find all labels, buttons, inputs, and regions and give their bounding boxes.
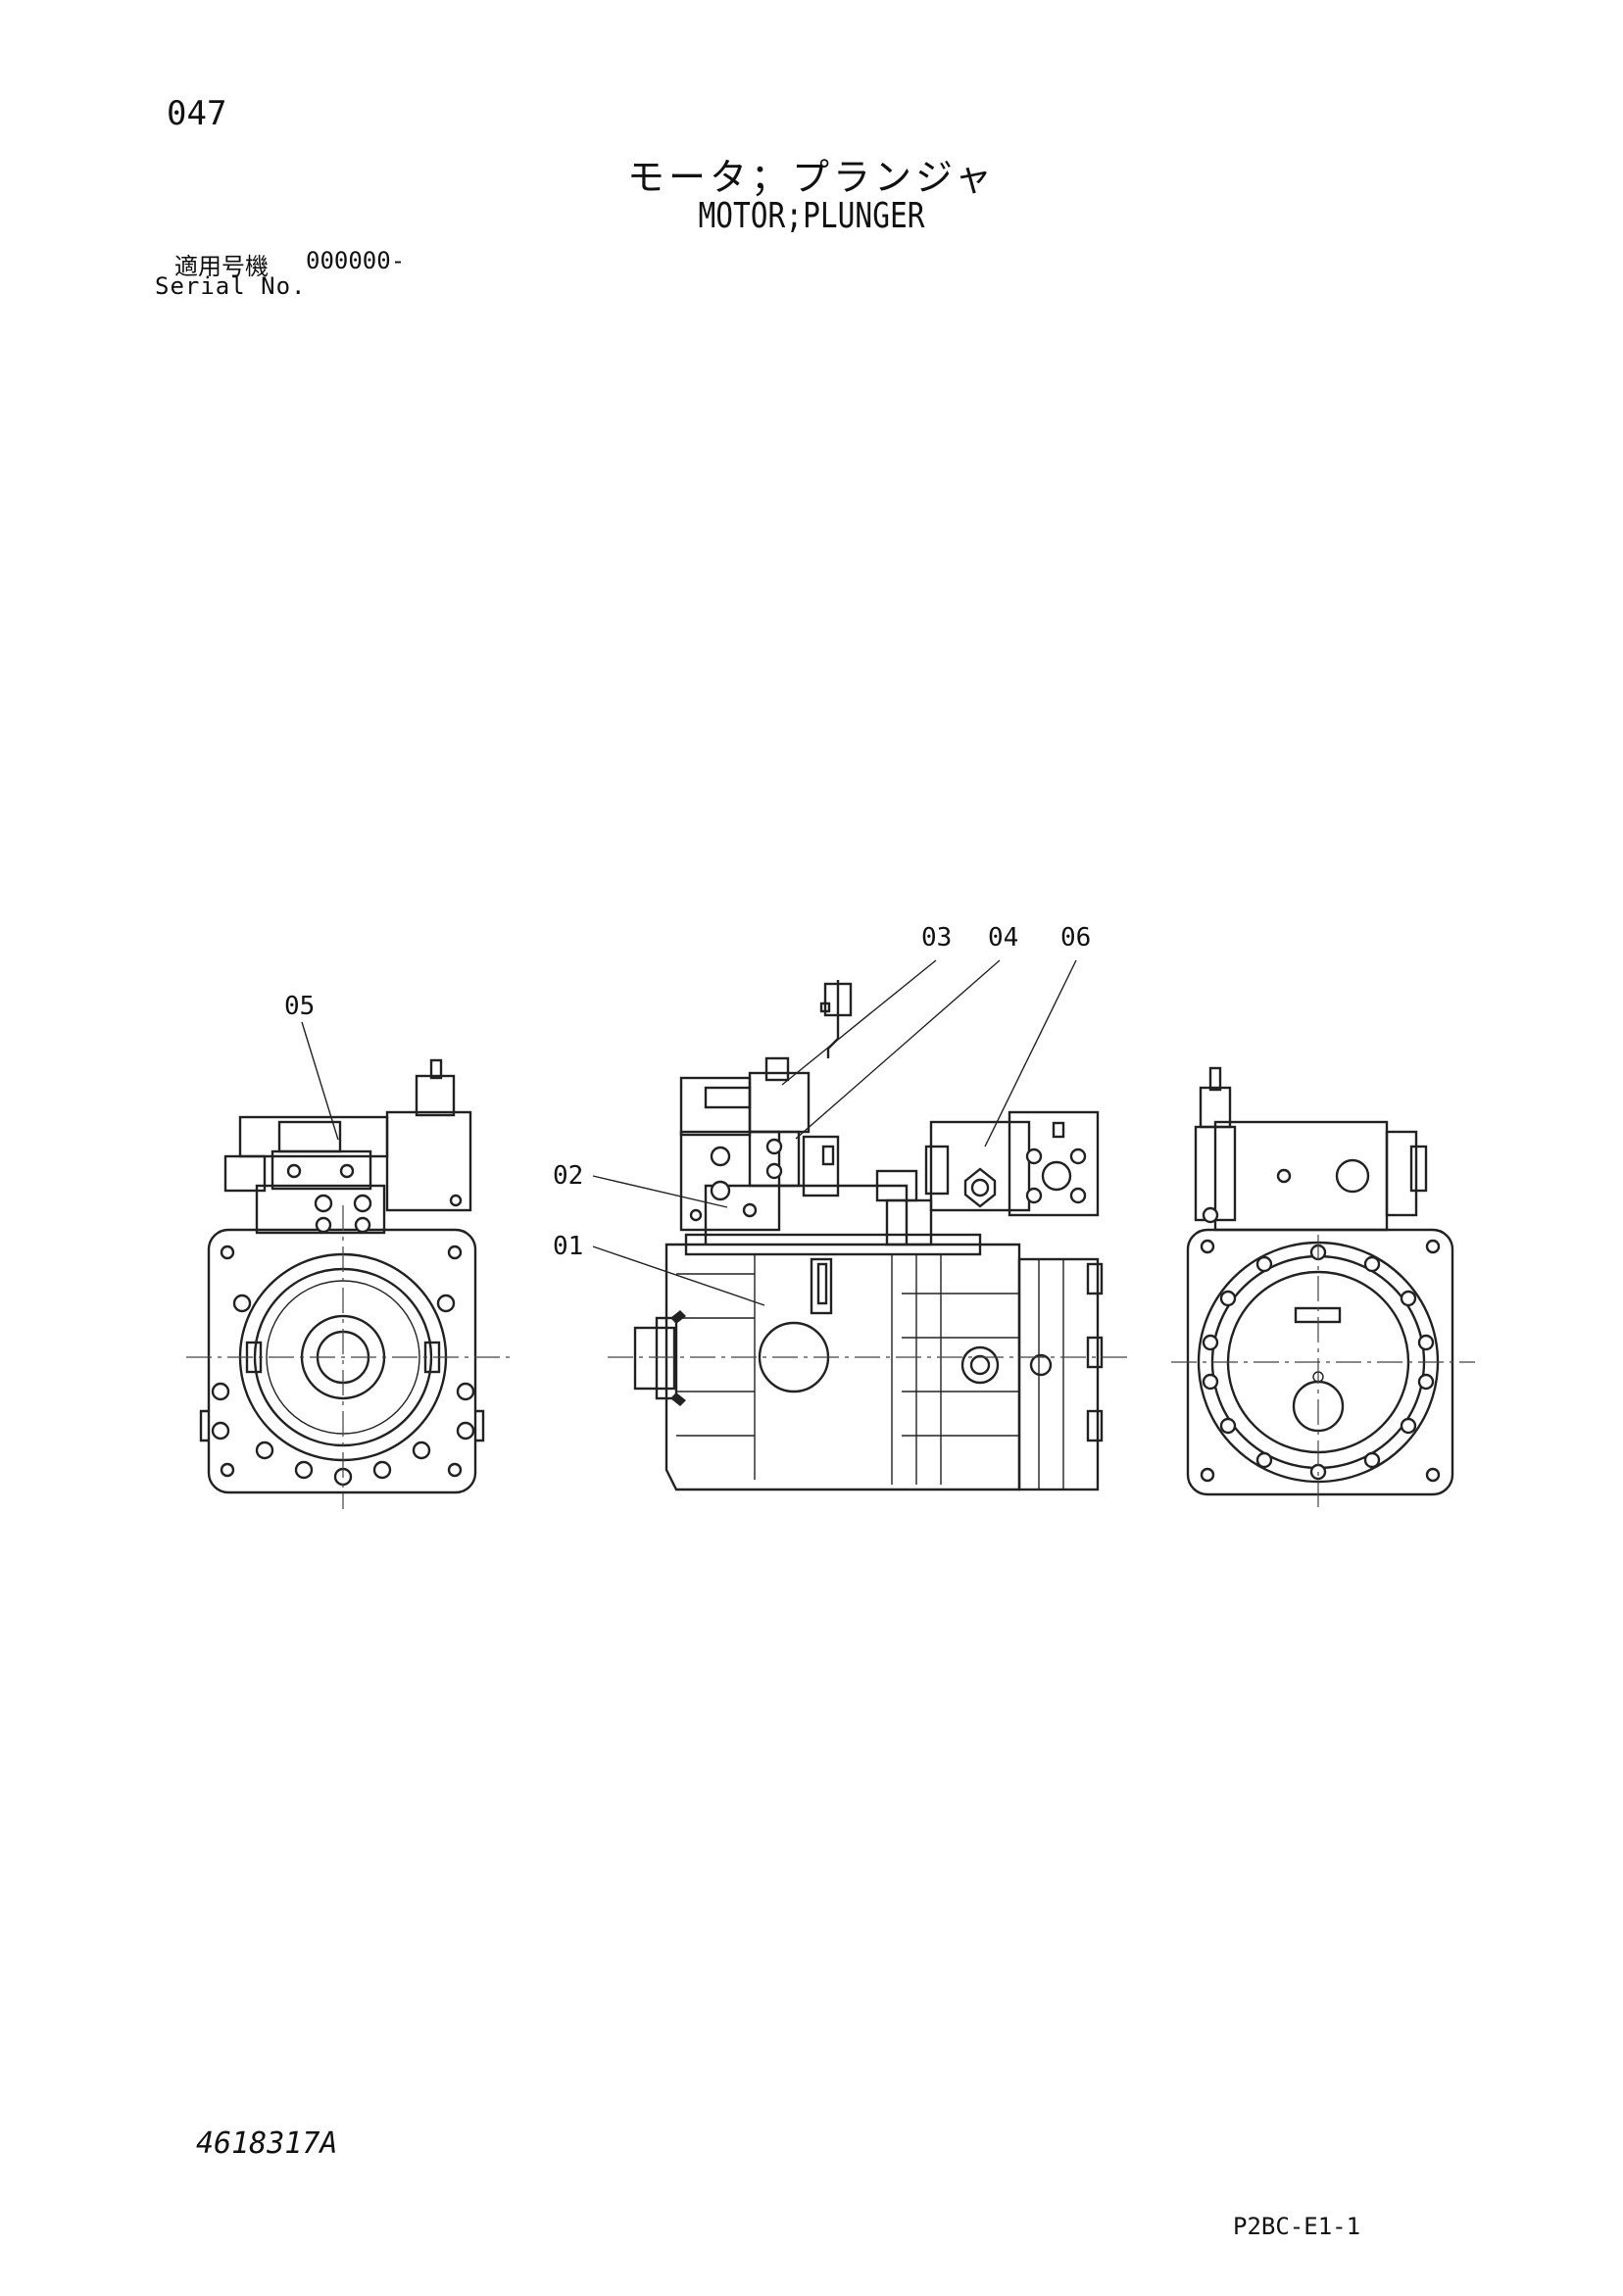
callout-03: 03 <box>921 923 952 953</box>
left-view <box>186 1058 510 1509</box>
callout-leaders <box>301 959 1077 1306</box>
callout-01: 01 <box>553 1232 583 1261</box>
serial-label-japanese: 適用号機 <box>174 253 269 280</box>
callout-04: 04 <box>988 923 1018 953</box>
flange-bolts <box>211 1245 475 1487</box>
callout-labels: 05 02 01 03 04 06 <box>284 923 1091 1261</box>
serial-value: 000000- <box>306 247 406 274</box>
center-view <box>608 980 1127 1491</box>
page-code: P2BC-E1-1 <box>1233 2213 1361 2240</box>
page-number: 047 <box>167 94 227 133</box>
serial-label-english: Serial No. <box>155 272 307 300</box>
right-view <box>1171 1066 1475 1509</box>
title-english: MOTOR;PLUNGER <box>698 196 925 236</box>
title-japanese: モータ；プランジャ <box>626 156 997 199</box>
callout-06: 06 <box>1060 923 1091 953</box>
document-number: 4618317A <box>196 2126 338 2161</box>
callout-02: 02 <box>553 1161 583 1191</box>
callout-05: 05 <box>284 992 315 1021</box>
